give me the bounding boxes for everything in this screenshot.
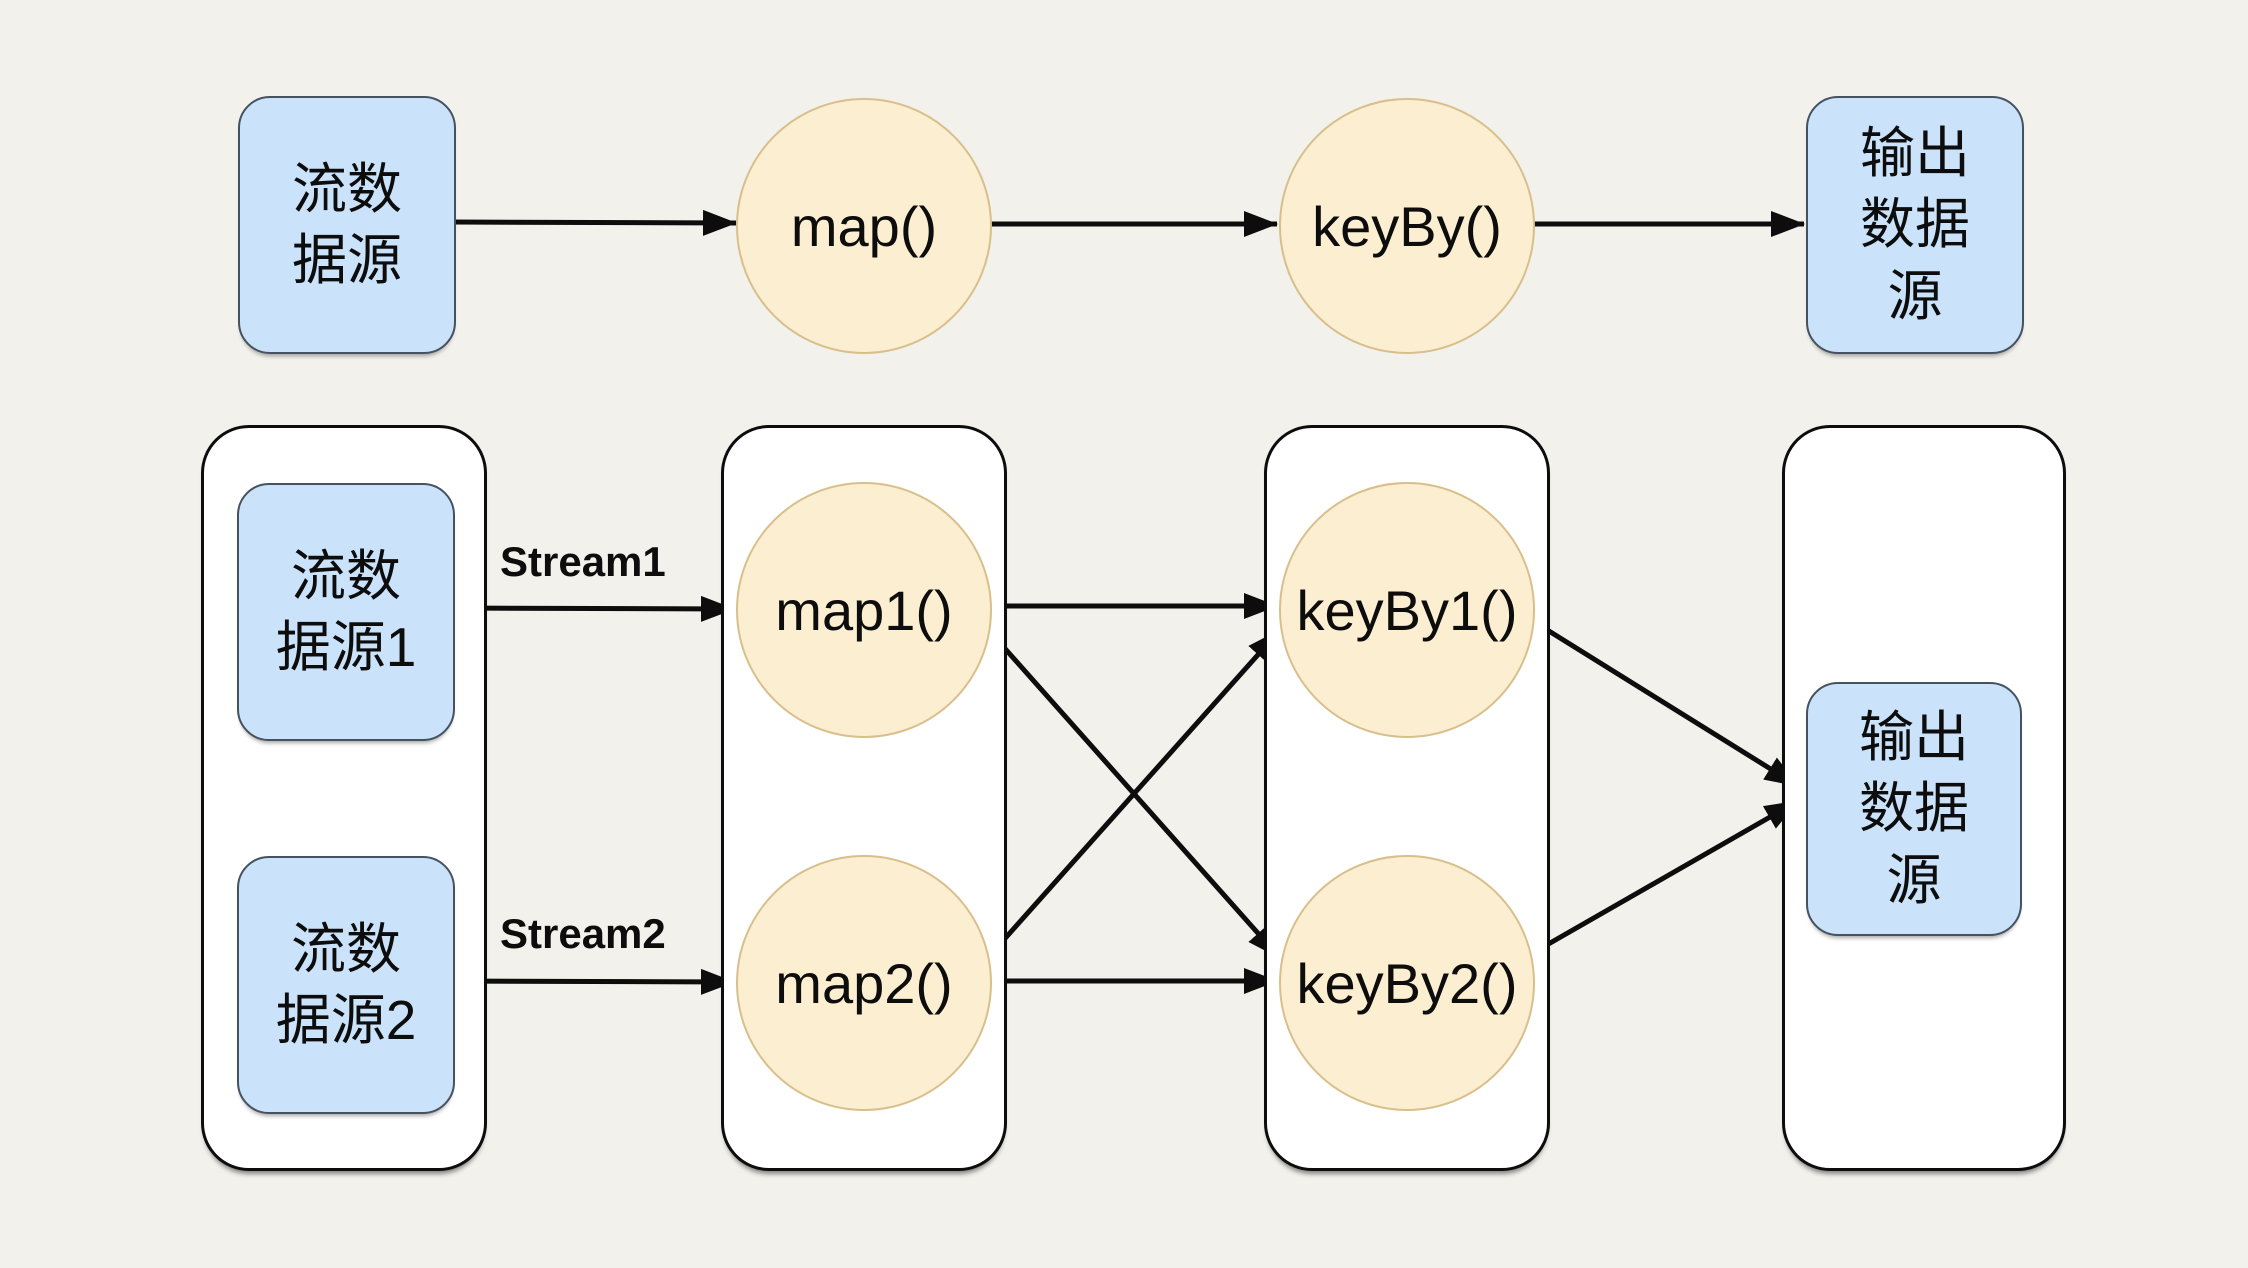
arrow-source1-to-map1 xyxy=(450,595,735,622)
top-sink-label: 输出 数据 源 xyxy=(1859,121,1970,327)
arrow-source2-to-map2 xyxy=(450,968,735,995)
stream1-edge-label: Stream1 xyxy=(500,538,666,585)
keyby1-node: keyBy1() xyxy=(1279,482,1535,738)
source1-label: 流数 据源1 xyxy=(275,544,417,679)
map2-node: map2() xyxy=(736,855,992,1111)
top-keyby-node: keyBy() xyxy=(1279,98,1535,354)
keyby1-label: keyBy1() xyxy=(1296,578,1518,642)
arrow-keyby1-to-sink xyxy=(1526,615,1800,789)
top-map-label: map() xyxy=(790,194,938,258)
map2-label: map2() xyxy=(775,951,953,1015)
top-sink-node: 输出 数据 源 xyxy=(1806,96,2024,354)
sink-node: 输出 数据 源 xyxy=(1806,682,2022,936)
arrow-keyby2-to-sink xyxy=(1522,798,1800,961)
sink-label: 输出 数据 源 xyxy=(1858,705,1969,911)
keyby2-label: keyBy2() xyxy=(1296,951,1518,1015)
top-map-node: map() xyxy=(736,98,992,354)
top-source-label: 流数 据源 xyxy=(291,157,402,292)
map1-node: map1() xyxy=(736,482,992,738)
top-keyby-label: keyBy() xyxy=(1312,194,1502,258)
source2-node: 流数 据源2 xyxy=(237,856,455,1114)
source1-node: 流数 据源1 xyxy=(237,483,455,741)
stream2-edge-label: Stream2 xyxy=(500,910,666,957)
source2-label: 流数 据源2 xyxy=(275,917,417,1052)
map1-label: map1() xyxy=(775,578,953,642)
arrow-map2-to-keyby1 xyxy=(982,628,1282,964)
arrow-source-to-map xyxy=(451,209,737,236)
top-source-node: 流数 据源 xyxy=(238,96,456,354)
keyby2-node: keyBy2() xyxy=(1279,855,1535,1111)
arrow-map1-to-keyby2 xyxy=(982,623,1282,960)
